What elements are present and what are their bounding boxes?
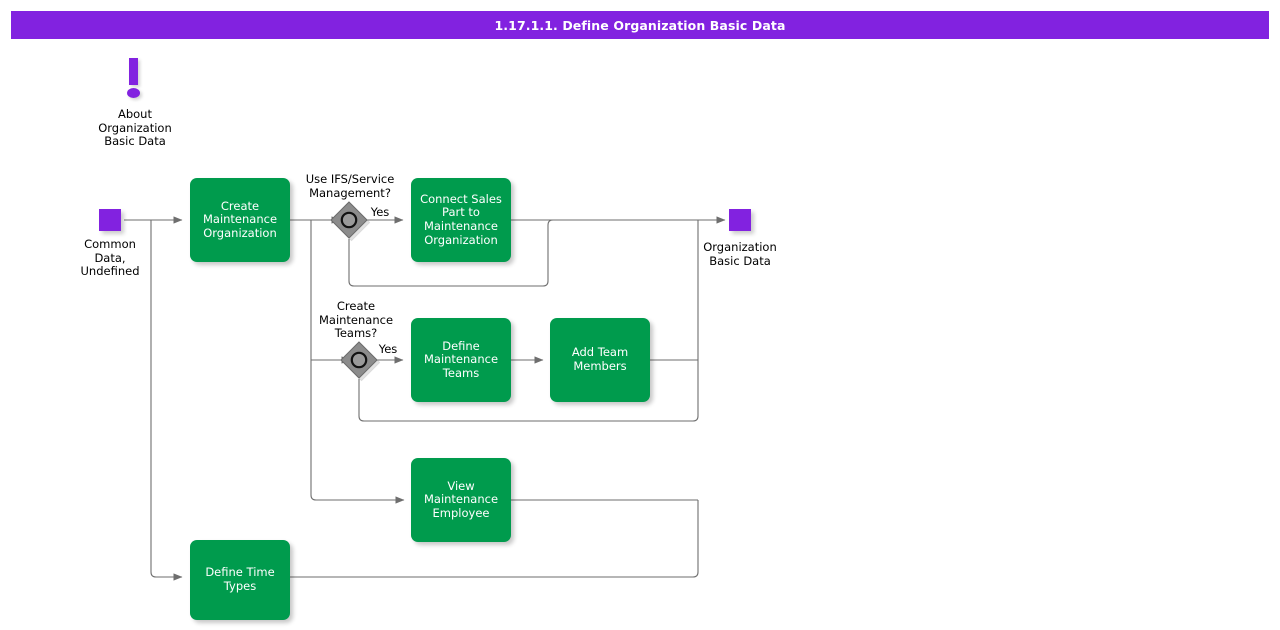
edge-time-types-to-spine xyxy=(290,500,699,578)
page-title-bar: 1.17.1.1. Define Organization Basic Data xyxy=(11,11,1269,39)
decision-use-ifs-service-management-shape[interactable] xyxy=(330,201,371,242)
process-create-maintenance-organization[interactable]: Create Maintenance Organization xyxy=(190,178,290,262)
terminator-organization-basic-data[interactable] xyxy=(729,209,751,231)
process-define-time-types[interactable]: Define Time Types xyxy=(190,540,290,620)
edge-create-org-down-spine xyxy=(310,220,405,504)
about-organization-basic-data-label: About Organization Basic Data xyxy=(98,107,172,149)
process-define-maintenance-teams[interactable]: Define Maintenance Teams xyxy=(411,318,511,402)
edge-spine-to-end-terminator xyxy=(697,216,726,360)
decision-create-maintenance-teams-label: Create Maintenance Teams? xyxy=(318,299,394,341)
edge-decision1-no-bypass xyxy=(348,219,698,287)
process-connect-sales-part-to-maintenance-organization[interactable]: Connect Sales Part to Maintenance Organi… xyxy=(411,178,511,262)
exclamation-dot xyxy=(127,88,140,98)
process-view-maintenance-employee[interactable]: View Maintenance Employee xyxy=(411,458,511,542)
terminator-common-data-undefined[interactable] xyxy=(99,209,121,231)
process-add-team-members[interactable]: Add Team Members xyxy=(550,318,650,402)
decision-use-ifs-service-management-yes-label: Yes xyxy=(370,205,390,219)
terminator-common-data-undefined-label: Common Data, Undefined xyxy=(80,237,140,279)
edge-start-branch-to-time-types xyxy=(150,220,183,581)
edge-decision2-no-bypass xyxy=(358,360,699,422)
exclamation-icon[interactable] xyxy=(126,58,144,100)
decision-create-maintenance-teams-yes-label: Yes xyxy=(378,342,398,356)
decision-use-ifs-service-management-label: Use IFS/Service Management? xyxy=(305,172,395,200)
exclamation-bar xyxy=(129,58,138,85)
decision-create-maintenance-teams-shape[interactable] xyxy=(340,341,381,382)
terminator-organization-basic-data-label: Organization Basic Data xyxy=(703,240,777,268)
page-title: 1.17.1.1. Define Organization Basic Data xyxy=(494,17,786,33)
